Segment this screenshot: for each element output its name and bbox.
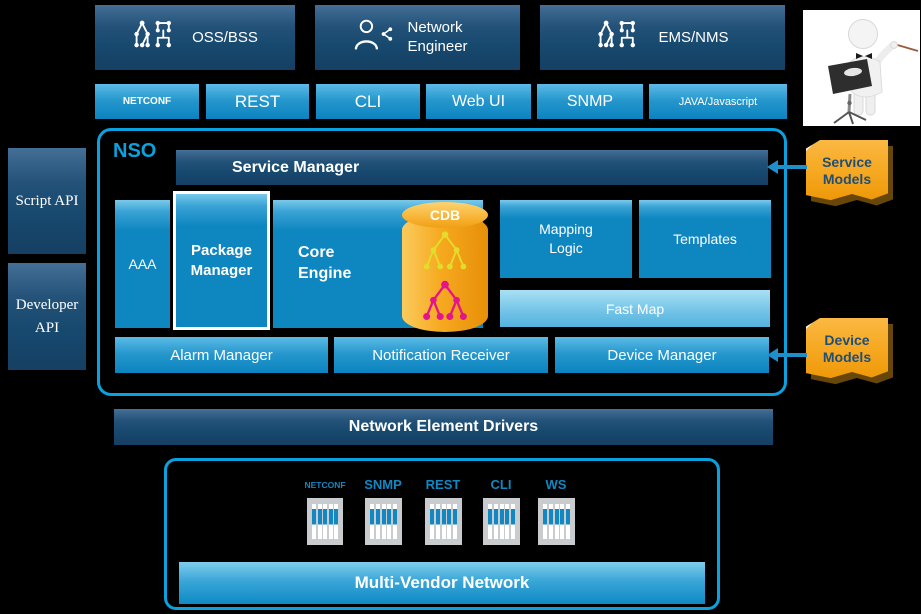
interface-webui: Web UI bbox=[426, 84, 531, 119]
protocol-label-netconf: NETCONF bbox=[304, 480, 346, 490]
mapping-logic-label: Mapping Logic bbox=[539, 221, 593, 256]
network-device-icon bbox=[483, 498, 520, 545]
service-models-note: Service Models bbox=[806, 140, 888, 201]
network-topology-icon bbox=[596, 16, 642, 59]
network-element-drivers-bar: Network Element Drivers bbox=[114, 409, 773, 445]
device-models-arrow bbox=[777, 353, 807, 357]
person-icon bbox=[354, 18, 396, 57]
device-manager-box: Device Manager bbox=[555, 337, 769, 373]
developer-api-box: Developer API bbox=[8, 263, 86, 370]
device-models-label: Device Models bbox=[822, 331, 872, 366]
conductor-image bbox=[803, 10, 920, 126]
network-device-icon bbox=[425, 498, 462, 545]
notification-receiver-box: Notification Receiver bbox=[334, 337, 548, 373]
aaa-box: AAA bbox=[115, 200, 170, 328]
actor-oss-bss: OSS/BSS bbox=[95, 5, 295, 70]
conductor-figure-icon bbox=[803, 10, 920, 126]
cdb-label: CDB bbox=[429, 207, 461, 223]
yang-tree-yellow-icon bbox=[423, 231, 467, 270]
note-fold-corner bbox=[806, 318, 818, 330]
network-device-icon bbox=[307, 498, 343, 545]
service-manager-bar: Service Manager bbox=[176, 150, 768, 185]
interface-netconf: NETCONF bbox=[95, 84, 199, 119]
device-models-arrowhead bbox=[767, 348, 778, 362]
cdb-cylinder-top bbox=[402, 202, 488, 228]
service-models-arrowhead bbox=[767, 160, 778, 174]
alarm-manager-box: Alarm Manager bbox=[115, 337, 328, 373]
service-models-arrow bbox=[777, 165, 807, 169]
mapping-logic-box: Mapping Logic bbox=[500, 200, 632, 278]
note-fold-corner bbox=[806, 140, 818, 152]
fast-map-bar: Fast Map bbox=[500, 290, 770, 327]
nso-label: NSO bbox=[113, 140, 157, 162]
interface-snmp: SNMP bbox=[537, 84, 643, 119]
service-models-label: Service Models bbox=[822, 153, 872, 188]
protocol-label-cli: CLI bbox=[490, 477, 512, 492]
templates-box: Templates bbox=[639, 200, 771, 278]
nso-container bbox=[97, 128, 787, 396]
cdb-database: CDB bbox=[402, 202, 488, 332]
actor-network-engineer: Network Engineer bbox=[315, 5, 520, 70]
multi-vendor-container bbox=[164, 458, 720, 610]
actor-ems-nms-label: EMS/NMS bbox=[658, 29, 729, 46]
actor-ems-nms: EMS/NMS bbox=[540, 5, 785, 70]
actor-network-engineer-label: Network Engineer bbox=[407, 18, 468, 55]
package-manager-box: Package Manager bbox=[173, 191, 270, 330]
interface-rest: REST bbox=[206, 84, 309, 119]
core-engine-label: Core Engine bbox=[298, 244, 352, 282]
actor-oss-bss-label: OSS/BSS bbox=[192, 29, 258, 46]
protocol-label-snmp: SNMP bbox=[364, 477, 402, 492]
interface-cli: CLI bbox=[316, 84, 420, 119]
network-topology-icon bbox=[132, 16, 178, 59]
network-device-icon bbox=[538, 498, 575, 545]
multi-vendor-network-bar: Multi-Vendor Network bbox=[179, 562, 705, 604]
interface-java: JAVA/Javascript bbox=[649, 84, 787, 119]
protocol-label-ws: WS bbox=[545, 477, 567, 492]
protocol-label-rest: REST bbox=[425, 477, 461, 492]
yang-tree-magenta-icon bbox=[423, 280, 467, 321]
device-models-note: Device Models bbox=[806, 318, 888, 379]
network-device-icon bbox=[365, 498, 402, 545]
script-api-box: Script API bbox=[8, 148, 86, 254]
